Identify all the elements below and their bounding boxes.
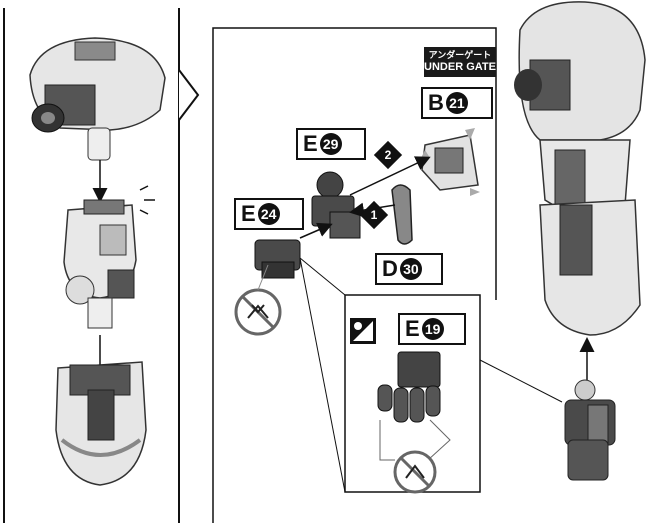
step-1-marker: 1 bbox=[360, 201, 388, 229]
nipper-warning-icon-2 bbox=[395, 452, 435, 492]
label-letter: D bbox=[382, 255, 398, 283]
part-e24 bbox=[255, 240, 300, 278]
assembled-leg bbox=[514, 2, 645, 335]
step-number: 2 bbox=[378, 145, 398, 165]
tool-icon bbox=[350, 318, 376, 344]
label-number: 21 bbox=[446, 92, 468, 114]
step-2-marker: 2 bbox=[374, 141, 402, 169]
label-e24: E 24 bbox=[234, 198, 304, 230]
label-e19: E 19 bbox=[398, 313, 466, 345]
label-b21: B 21 bbox=[421, 87, 493, 119]
upper-torso-part bbox=[30, 38, 165, 160]
part-d30 bbox=[392, 185, 412, 244]
under-gate-jp: アンダーゲート bbox=[424, 47, 496, 61]
part-b21 bbox=[420, 128, 480, 196]
under-gate-en: UNDER GATE bbox=[424, 61, 496, 74]
waist-part bbox=[64, 200, 136, 328]
label-number: 24 bbox=[258, 203, 280, 225]
label-e29: E 29 bbox=[296, 128, 366, 160]
lower-torso-part bbox=[56, 362, 146, 485]
label-letter: E bbox=[405, 315, 420, 343]
panel-pointer bbox=[179, 70, 198, 120]
step-number: 1 bbox=[364, 205, 384, 225]
label-number: 30 bbox=[400, 258, 422, 280]
nipper-warning-icon bbox=[236, 290, 280, 334]
label-letter: B bbox=[428, 89, 444, 117]
label-number: 29 bbox=[320, 133, 342, 155]
label-number: 19 bbox=[422, 318, 444, 340]
label-d30: D 30 bbox=[375, 253, 443, 285]
part-e29 bbox=[312, 172, 360, 238]
label-letter: E bbox=[241, 200, 256, 228]
label-letter: E bbox=[303, 130, 318, 158]
hand-assembly-right bbox=[565, 380, 615, 480]
under-gate-badge: アンダーゲート UNDER GATE bbox=[424, 47, 496, 77]
